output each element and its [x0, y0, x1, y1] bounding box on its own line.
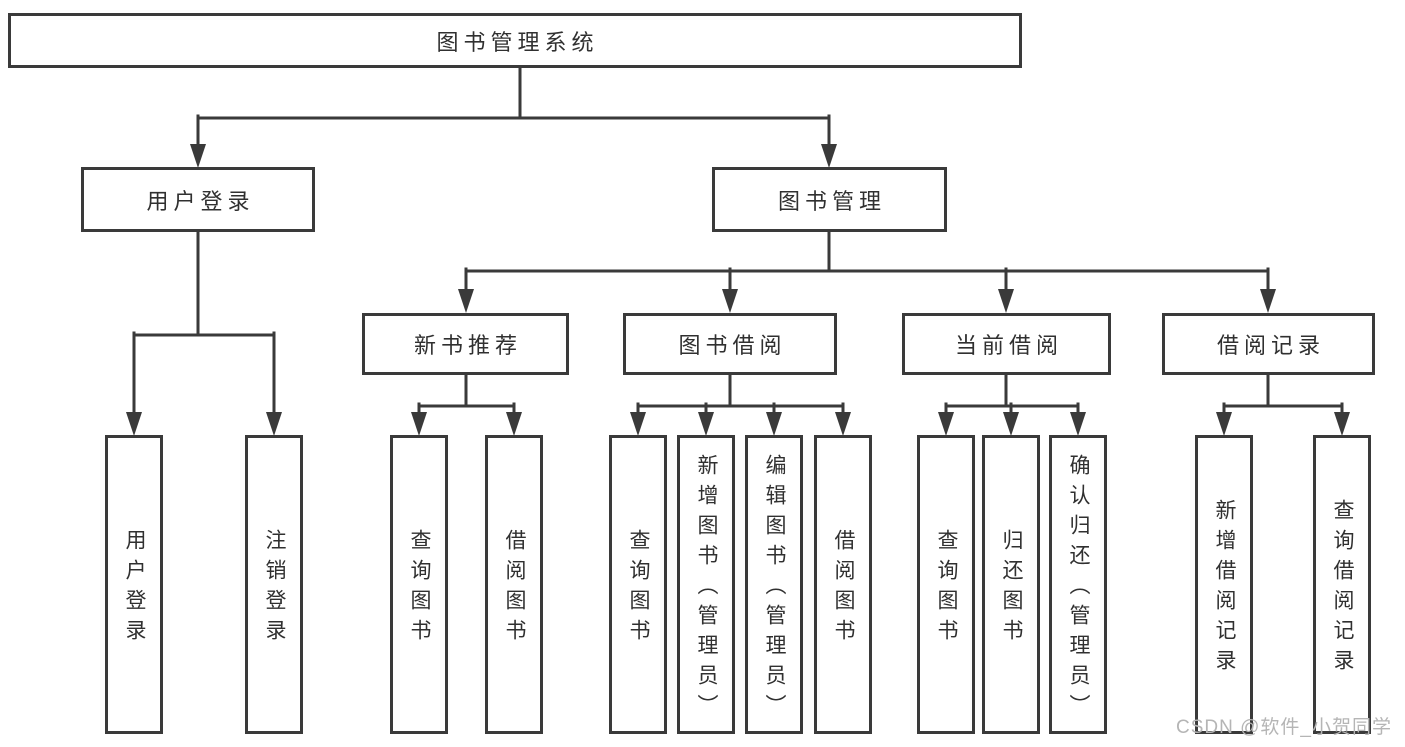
arrow-icon	[835, 412, 851, 436]
arrow-icon	[411, 412, 427, 436]
arrow-icon	[458, 289, 474, 313]
arrow-icon	[938, 412, 954, 436]
arrow-icon	[630, 412, 646, 436]
leaf-recommend-borrow-books: 借阅图书	[485, 435, 543, 734]
leaf-add-borrow-record: 新增借阅记录	[1195, 435, 1253, 734]
leaf-add-book-admin: 新增图书（管理员）	[677, 435, 735, 734]
arrow-icon	[698, 412, 714, 436]
leaf-logout: 注销登录	[245, 435, 303, 734]
leaf-return-books: 归还图书	[982, 435, 1040, 734]
node-current-borrowing: 当前借阅	[902, 313, 1111, 375]
leaf-recommend-query-books: 查询图书	[390, 435, 448, 734]
arrow-icon	[722, 289, 738, 313]
arrow-icon	[1003, 412, 1019, 436]
arrow-icon	[266, 412, 282, 436]
arrow-icon	[126, 412, 142, 436]
leaf-confirm-return-admin: 确认归还（管理员）	[1049, 435, 1107, 734]
node-new-book-recommendation: 新书推荐	[362, 313, 569, 375]
arrow-icon	[1334, 412, 1350, 436]
node-library-management-system: 图书管理系统	[8, 13, 1022, 68]
arrow-icon	[998, 289, 1014, 313]
node-book-management: 图书管理	[712, 167, 947, 232]
leaf-current-query-books: 查询图书	[917, 435, 975, 734]
arrow-icon	[821, 144, 837, 168]
node-book-borrowing: 图书借阅	[623, 313, 837, 375]
arrow-icon	[1070, 412, 1086, 436]
arrow-icon	[506, 412, 522, 436]
arrow-icon	[190, 144, 206, 168]
arrow-icon	[766, 412, 782, 436]
leaf-borrowing-borrow-books: 借阅图书	[814, 435, 872, 734]
leaf-user-login: 用户登录	[105, 435, 163, 734]
node-borrowing-records: 借阅记录	[1162, 313, 1375, 375]
watermark: CSDN @软件_小贺同学	[1176, 717, 1392, 738]
leaf-borrowing-query-books: 查询图书	[609, 435, 667, 734]
leaf-edit-book-admin: 编辑图书（管理员）	[745, 435, 803, 734]
arrow-icon	[1216, 412, 1232, 436]
node-user-login: 用户登录	[81, 167, 315, 232]
arrow-icon	[1260, 289, 1276, 313]
leaf-query-borrow-record: 查询借阅记录	[1313, 435, 1371, 734]
